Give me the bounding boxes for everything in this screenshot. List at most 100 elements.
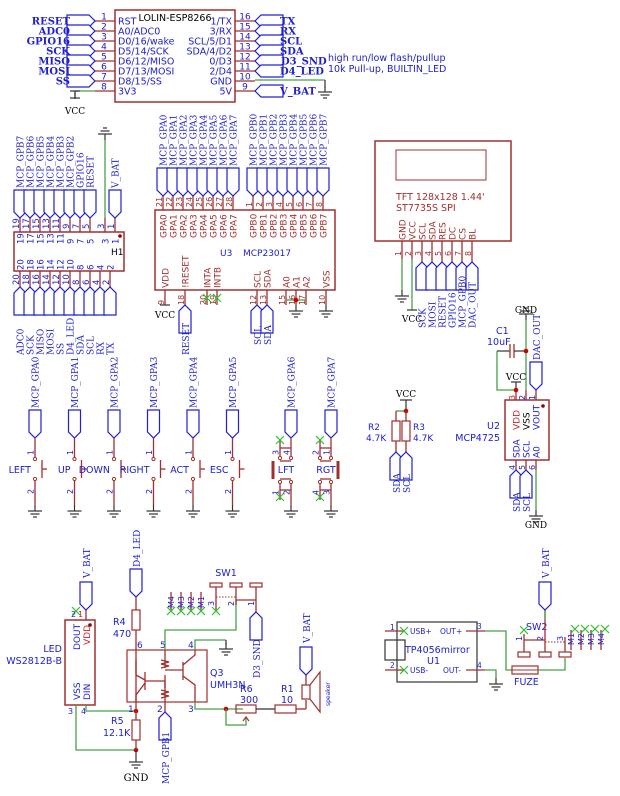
u2-pin-name: VSS (523, 412, 533, 430)
q3-pin-2: 2 (157, 705, 163, 715)
h1-pin-number: 17 (22, 218, 32, 229)
net-label (107, 409, 121, 439)
net-label-d4_led (254, 64, 284, 78)
button-label: ACT (170, 465, 189, 476)
u1-pin-2: 2 (390, 661, 395, 670)
net-text: SDA (77, 335, 87, 355)
net-label (67, 409, 82, 439)
contact (72, 476, 77, 482)
d3-snd-net-label (249, 611, 263, 641)
h1-pin-number: 15 (32, 218, 42, 229)
button-label: LFT (278, 465, 295, 476)
u2-pin-name: VOUT (533, 404, 543, 430)
contact (328, 479, 334, 485)
tft-pin-number: 2 (404, 251, 413, 256)
gnd-symbol (218, 642, 234, 656)
u2-pin-name: A0 (533, 446, 543, 458)
sda-net-text: SDA (264, 325, 274, 345)
pin-number: 2 (312, 450, 321, 455)
sw1-pin-3: 3 (207, 601, 216, 606)
usb-port (384, 639, 406, 661)
contact (32, 476, 38, 482)
contact (230, 456, 235, 462)
gnd-symbol (394, 289, 410, 303)
u1-pin-4: 4 (477, 661, 482, 670)
esp-pin-number: 12 (239, 53, 250, 63)
h1-pin-inner-number: 4 (97, 265, 107, 270)
h1-pin-inner-number: 11 (57, 233, 67, 244)
sw2-pin-1: 1 (515, 636, 524, 641)
q3-pnp-b (165, 650, 196, 702)
u3-pin-name: GPB0 (250, 213, 260, 238)
led-pin1-marker (88, 623, 92, 627)
u2-pin-name: SDA (513, 439, 523, 458)
net-text: MCP_GPA6 (220, 114, 230, 166)
esp-pin-name: A0/ADC0 (118, 27, 160, 38)
u3-pin-number: 9 (157, 300, 166, 305)
esp-pin-name: SCL/5/D1 (188, 37, 232, 48)
u2-pins: VDD3VSS2VOUT1SDA4SCL5A06GNDVCCDAC_OUTSDA… (505, 306, 547, 531)
gnd-symbol (27, 504, 43, 518)
net-text: MCP_GPB1 (260, 114, 270, 166)
nc-mark (570, 624, 580, 634)
net-text: MCP_GPB0 (459, 275, 469, 328)
q3-pin-3: 3 (188, 705, 194, 715)
u2-pin-number: 3 (508, 395, 517, 400)
net-text: TX (107, 342, 117, 355)
r4-ref: R4 (113, 617, 126, 628)
h1-pin-number: 19 (12, 218, 22, 229)
u3-pin-number: 18 (177, 295, 186, 305)
u3-pin-number: 28 (225, 197, 234, 207)
h1-pin-inner-number: 10 (67, 259, 77, 270)
r2-value: 4.7K (366, 434, 387, 444)
u3-pin-name: VSS (323, 270, 333, 288)
i2c-pullups: VCC SDA SCL R2 4.7K R3 4.7K (366, 390, 434, 493)
u1-body (396, 621, 478, 683)
led-vss: VSS (73, 682, 83, 700)
led-vdd: VDD (83, 625, 93, 645)
esp-pin-name: GND (210, 77, 232, 88)
pin-number: 1 (272, 490, 281, 495)
scl-net-text: SCL (523, 493, 533, 512)
net-text: MCP_GPB6 (310, 113, 320, 166)
sw1-pin-1: 1 (247, 601, 256, 606)
esp-pin-number: 8 (101, 83, 107, 93)
r1-body (274, 704, 297, 714)
net-text: GPIO16 (77, 152, 87, 188)
pin-number: 1 (27, 450, 36, 455)
u3-pin-number: 20 (199, 295, 208, 305)
ws2812-led: LED WS2812B-B DOUT VDD VSS DIN V_BAT 2 1… (6, 548, 148, 784)
esp-pin-name: 5V (219, 87, 232, 98)
tft-pin-name: CS (459, 228, 469, 240)
u2-body (504, 399, 550, 461)
u3-pin-name: GPB6 (310, 213, 320, 238)
mount-label: M4 (597, 633, 606, 645)
h1-pin-inner-number: 17 (27, 233, 37, 244)
vss-wire (75, 705, 136, 751)
r4-body (131, 609, 141, 631)
tft-pin-name: SDA (429, 221, 439, 240)
led-pin-4: 4 (81, 707, 86, 716)
mcp23017: U3 MCP23017 MCP_GPA021GPA0MCP_GPB01GPB0M… (154, 113, 336, 355)
out-plus-wire (485, 630, 512, 671)
u1-value: TP4056mirror (404, 645, 470, 656)
net-text: MCP_GPA0 (32, 356, 42, 408)
h1-pin-inner-number: 12 (57, 259, 67, 270)
contact (151, 456, 156, 462)
fuse-label: FUZE (514, 677, 539, 688)
u3-pin-name: INTB (214, 267, 224, 288)
esp-pin-name: 3/RX (210, 27, 233, 38)
u3-pin-name: GPA4 (200, 214, 210, 238)
vcc-label: VCC (64, 107, 85, 117)
q3-pin-4: 4 (188, 641, 194, 651)
